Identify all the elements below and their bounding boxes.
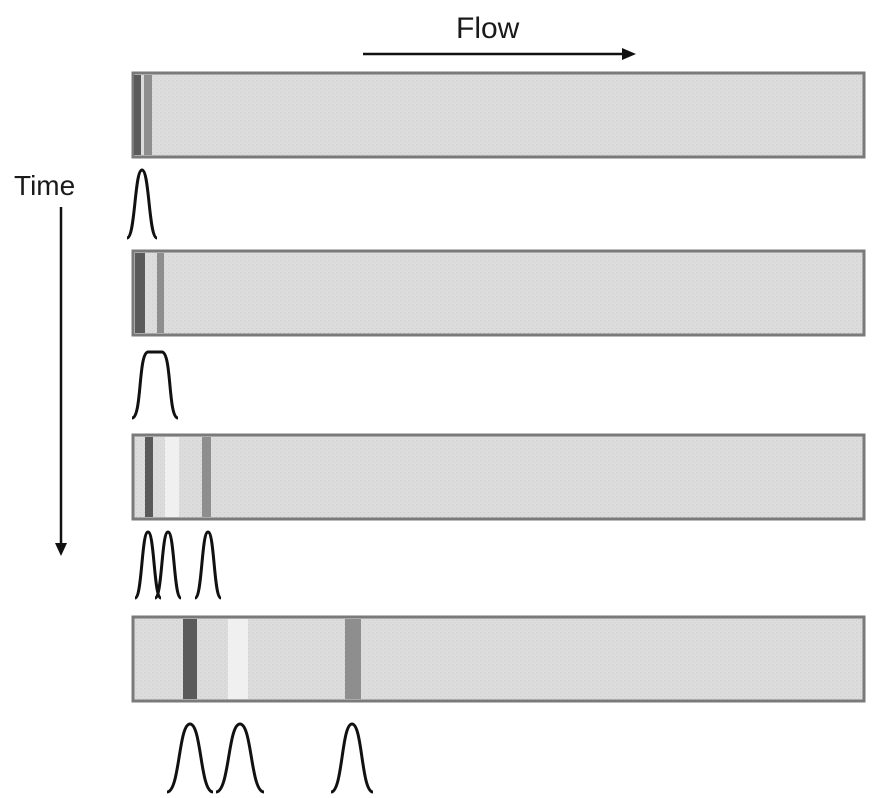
stage-3-band-2-light [165, 437, 179, 517]
column-2 [131, 249, 866, 337]
time-arrow [55, 207, 67, 556]
stage-2-peak-1 [131, 350, 179, 420]
stage-1-peak-1 [125, 168, 159, 240]
stage-4 [131, 615, 866, 794]
stage-2-band-1-dark [135, 253, 145, 333]
stage-1-band-2-medium [144, 75, 152, 155]
stage-2 [131, 249, 866, 420]
stage-2-band-2-medium [157, 253, 164, 333]
stage-4-peak-1 [166, 722, 214, 794]
column-1 [131, 71, 866, 159]
time-label: Time [14, 170, 76, 201]
stage-3 [131, 433, 866, 600]
flow-arrow-head [622, 48, 636, 60]
stages-layer [125, 71, 866, 794]
time-arrow-head [55, 543, 67, 556]
stage-3-peak-1 [133, 530, 163, 600]
stage-1 [125, 71, 866, 240]
stage-4-peak-2 [215, 722, 265, 794]
stage-3-peak-2 [153, 530, 183, 600]
flow-arrow [363, 48, 636, 60]
stage-4-band-2-light [228, 619, 248, 699]
stage-1-band-1-dark [134, 75, 141, 155]
stage-4-peak-3 [330, 722, 374, 794]
column-4 [131, 615, 866, 703]
stage-3-band-1-dark [145, 437, 153, 517]
column-3 [131, 433, 866, 521]
stage-4-band-3-medium [345, 619, 361, 699]
stage-3-band-3-medium [202, 437, 211, 517]
stage-3-peak-3 [193, 530, 223, 600]
flow-label: Flow [456, 12, 520, 45]
stage-4-band-1-dark [183, 619, 197, 699]
